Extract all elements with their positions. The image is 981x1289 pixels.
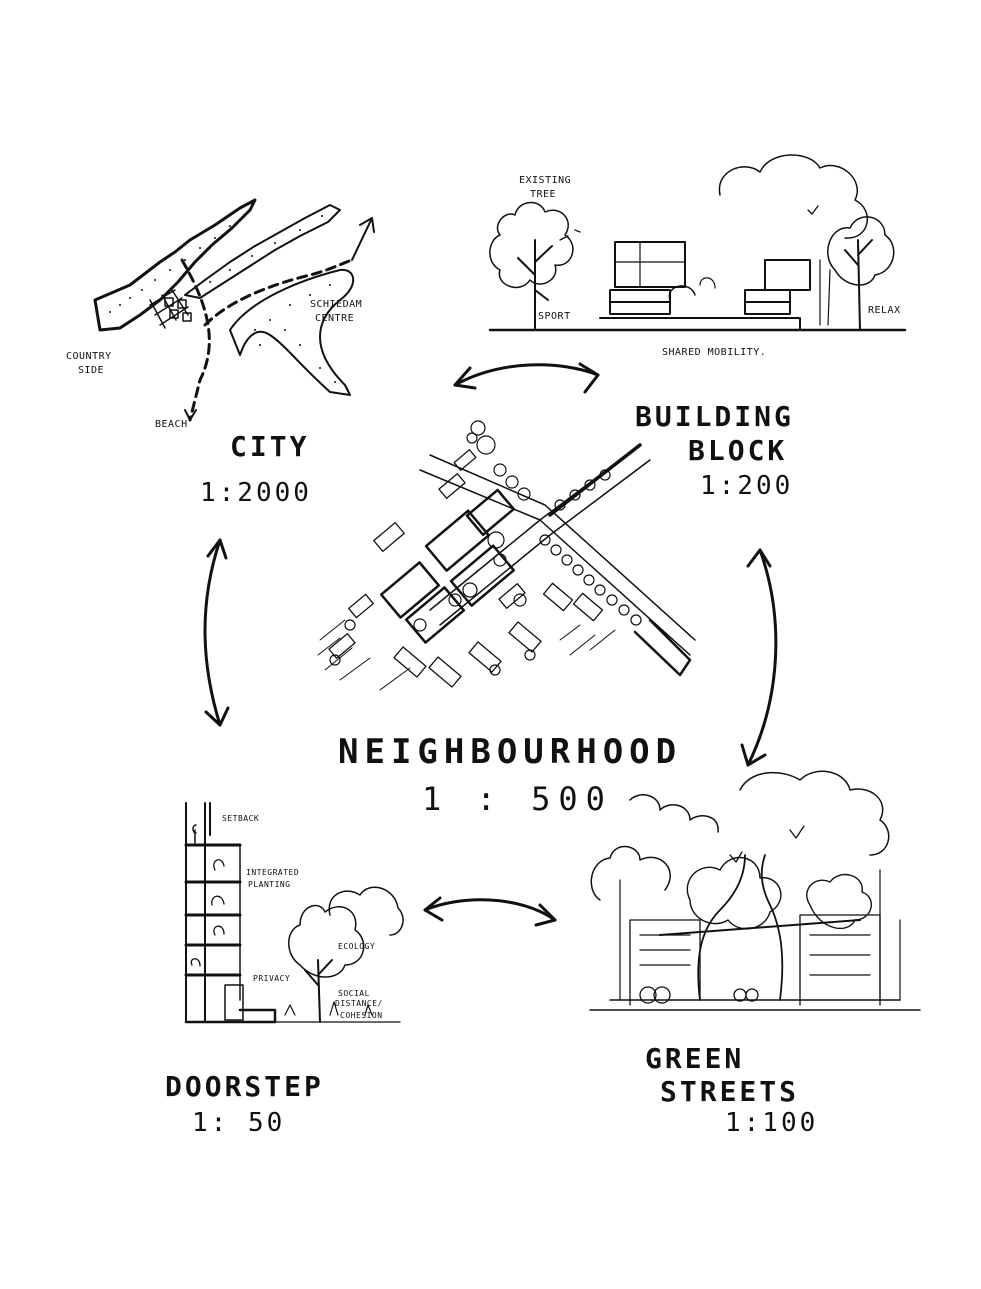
building-block-title-2: BLOCK <box>688 434 788 467</box>
building-block-scale: 1:200 <box>700 471 794 501</box>
arrow-city-building-block <box>453 363 600 387</box>
arrow-building-block-green-streets <box>746 548 778 767</box>
city-title: CITY <box>230 430 310 463</box>
city-annotation-countryside-1: COUNTRY <box>66 351 112 362</box>
building-block-section-sketch <box>488 154 907 332</box>
building-block-annotation-tree-1: EXISTING <box>519 175 572 186</box>
green-streets-title-2: STREETS <box>660 1075 800 1108</box>
plan-buildings <box>328 449 604 688</box>
city-stipple <box>109 215 336 383</box>
doorstep-scale: 1: 50 <box>192 1108 286 1138</box>
neighbourhood-title: NEIGHBOURHOOD <box>338 732 683 772</box>
building-block-annotation-tree-2: TREE <box>530 189 557 200</box>
city-scale: 1:2000 <box>200 478 312 508</box>
city-annotation-countryside-2: SIDE <box>78 365 105 376</box>
city-annotation-schiedam-2: CENTRE <box>315 313 355 324</box>
doorstep-annotation-social-3: COHESION <box>340 1011 383 1020</box>
green-streets-section-sketch <box>589 770 921 1011</box>
city-map-sketch <box>93 198 375 422</box>
plan-main-buildings <box>379 488 515 644</box>
doorstep-annotation-ecology: ECOLOGY <box>338 942 376 951</box>
green-streets-title-1: GREEN <box>645 1042 745 1075</box>
doorstep-title: DOORSTEP <box>165 1070 324 1103</box>
connecting-arrows <box>203 362 778 927</box>
city-annotation-schiedam-1: SCHIEDAM <box>310 299 363 310</box>
doorstep-annotation-planting-2: PLANTING <box>248 880 291 889</box>
doorstep-annotation-social-2: DISTANCE/ <box>335 999 383 1008</box>
arrow-city-doorstep <box>203 538 222 727</box>
doorstep-annotation-planting-1: INTEGRATED <box>246 868 300 877</box>
building-block-annotation-sport: SPORT <box>538 311 571 322</box>
doorstep-annotation-setback: SETBACK <box>222 814 260 823</box>
building-block-title-1: BUILDING <box>635 400 794 433</box>
building-block-annotation-relax: RELAX <box>868 305 901 316</box>
doorstep-section-sketch <box>184 802 404 1024</box>
arrow-doorstep-green-streets <box>423 898 557 922</box>
doorstep-annotation-privacy: PRIVACY <box>253 974 291 983</box>
plan-trees <box>329 420 642 676</box>
doorstep-annotation-social-1: SOCIAL <box>338 989 370 998</box>
neighbourhood-scale: 1 : 500 <box>422 780 613 818</box>
green-streets-scale: 1:100 <box>725 1108 819 1138</box>
city-annotation-beach: BEACH <box>155 419 188 430</box>
building-block-annotation-mobility: SHARED MOBILITY. <box>662 347 767 358</box>
plan-hatch <box>317 619 616 691</box>
neighbourhood-plan-sketch <box>317 420 696 691</box>
